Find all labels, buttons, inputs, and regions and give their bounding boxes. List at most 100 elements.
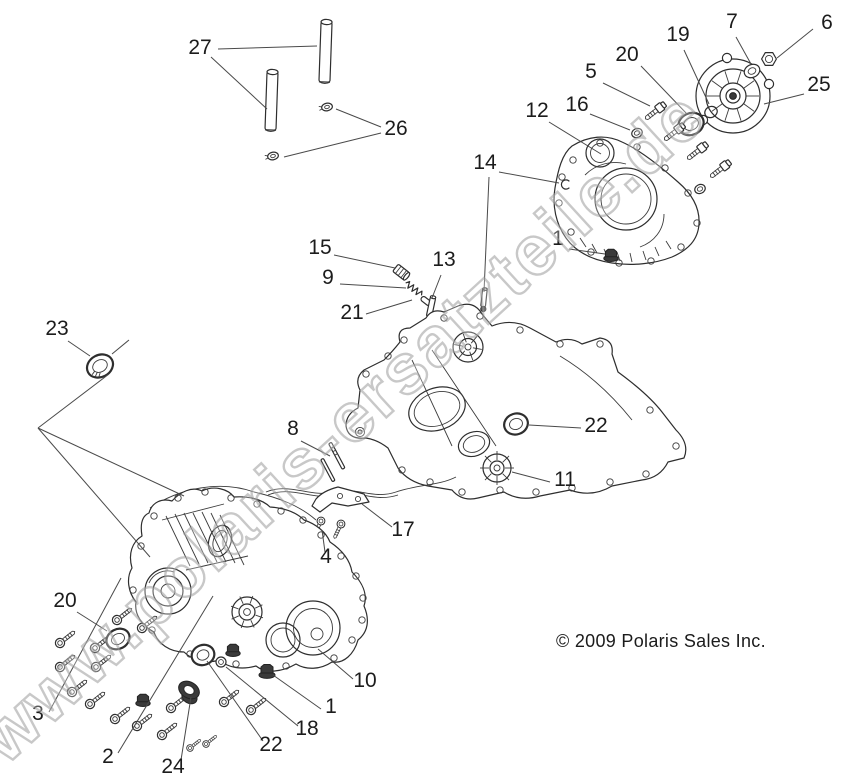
callout-16: 16 [565, 93, 631, 131]
small-screw [200, 732, 220, 750]
leader-line [568, 248, 606, 255]
callout-25: 25 [763, 73, 831, 105]
callout-label: 3 [32, 702, 44, 725]
callout-label: 7 [726, 10, 738, 33]
callout-label: 13 [432, 248, 455, 271]
lower-loose-parts [105, 627, 276, 707]
flange-nut [135, 693, 151, 707]
leader-line [300, 440, 331, 457]
callout-10: 10 [317, 648, 377, 692]
leader-line [548, 121, 602, 155]
leader-line [210, 56, 268, 110]
leader-line [640, 65, 688, 115]
callout-13: 13 [431, 248, 456, 299]
push-clip [318, 102, 333, 112]
case-screw [107, 703, 134, 727]
callout-17: 17 [361, 503, 415, 541]
leader-line [317, 648, 354, 680]
callout-label: 10 [353, 669, 376, 692]
callout-label: 14 [473, 151, 497, 174]
callout-label: 22 [584, 414, 607, 437]
dowel-pin [318, 18, 333, 84]
gasket-edge [149, 486, 317, 521]
cover-washer [692, 182, 708, 196]
splined-boss [480, 451, 514, 485]
leader-line [76, 611, 108, 632]
leader-line [431, 274, 442, 299]
case-opening [265, 622, 301, 658]
leader-line [206, 660, 264, 742]
callout-27: 27 [188, 36, 318, 110]
hub-washer [743, 63, 761, 79]
callout-22: 22 [206, 660, 283, 756]
callout-11: 11 [511, 468, 576, 491]
detent-plug [392, 264, 411, 281]
oval-port [207, 524, 233, 558]
leader-line [528, 424, 582, 429]
leader-line [321, 529, 326, 553]
shift-bracket [311, 486, 370, 513]
callout-4: 4 [320, 529, 332, 568]
callout-label: 18 [295, 717, 318, 740]
callout-5: 5 [585, 60, 651, 107]
callout-9: 9 [322, 266, 407, 289]
callout-1: 1 [272, 674, 337, 718]
callout-label: 1 [325, 695, 337, 718]
leader-line [272, 674, 322, 710]
push-clips-group [264, 102, 333, 161]
callout-label: 21 [340, 301, 363, 324]
callout-3: 3 [32, 577, 122, 725]
leader-line [111, 339, 130, 355]
e-clip [560, 179, 570, 190]
callout-24: 24 [161, 696, 192, 778]
cover-plate [553, 136, 701, 267]
callout-label: 20 [53, 589, 76, 612]
push-clip [264, 151, 279, 161]
leader-line [217, 45, 318, 50]
leader-line [498, 171, 560, 184]
washer-18 [215, 656, 227, 668]
oil-pump-rotor-24 [178, 680, 200, 705]
hub-nut [760, 51, 778, 67]
side-cover-boss [285, 600, 341, 656]
flange-nut [225, 643, 241, 657]
leader-line [117, 595, 214, 754]
detent-spring [405, 280, 423, 296]
leader-line [180, 696, 192, 761]
leader-line [37, 427, 151, 558]
callout-21: 21 [340, 299, 413, 324]
callout-label: 24 [161, 755, 185, 778]
callout-23: 23 [37, 317, 185, 558]
callout-label: 4 [320, 545, 332, 568]
leader-line [283, 132, 382, 158]
leader-line [361, 503, 393, 528]
callout-label: 2 [102, 745, 114, 768]
leader-line [763, 93, 805, 105]
leader-line [683, 49, 710, 105]
callout-15: 15 [308, 236, 396, 269]
callout-label: 5 [585, 60, 597, 83]
callout-label: 26 [384, 117, 407, 140]
leader-line [339, 283, 407, 289]
dowel-pins-group [264, 18, 333, 132]
callout-label: 20 [615, 43, 638, 66]
dowel-pin [264, 68, 279, 132]
case-screw [243, 694, 270, 718]
callout-label: 25 [807, 73, 830, 96]
gasket-edge [265, 476, 457, 495]
copyright-text: © 2009 Polaris Sales Inc. [556, 631, 766, 651]
callout-18: 18 [225, 666, 319, 740]
rear-cover-assembly [480, 51, 778, 313]
callout-20: 20 [53, 589, 108, 632]
callout-label: 22 [259, 733, 282, 756]
callout-19: 19 [666, 23, 710, 105]
callout-label: 12 [525, 99, 548, 122]
callout-label: 1 [552, 227, 564, 250]
o-ring [704, 105, 718, 119]
callout-label: 15 [308, 236, 331, 259]
output-seal-22 [503, 412, 529, 436]
case-screw [154, 719, 181, 743]
